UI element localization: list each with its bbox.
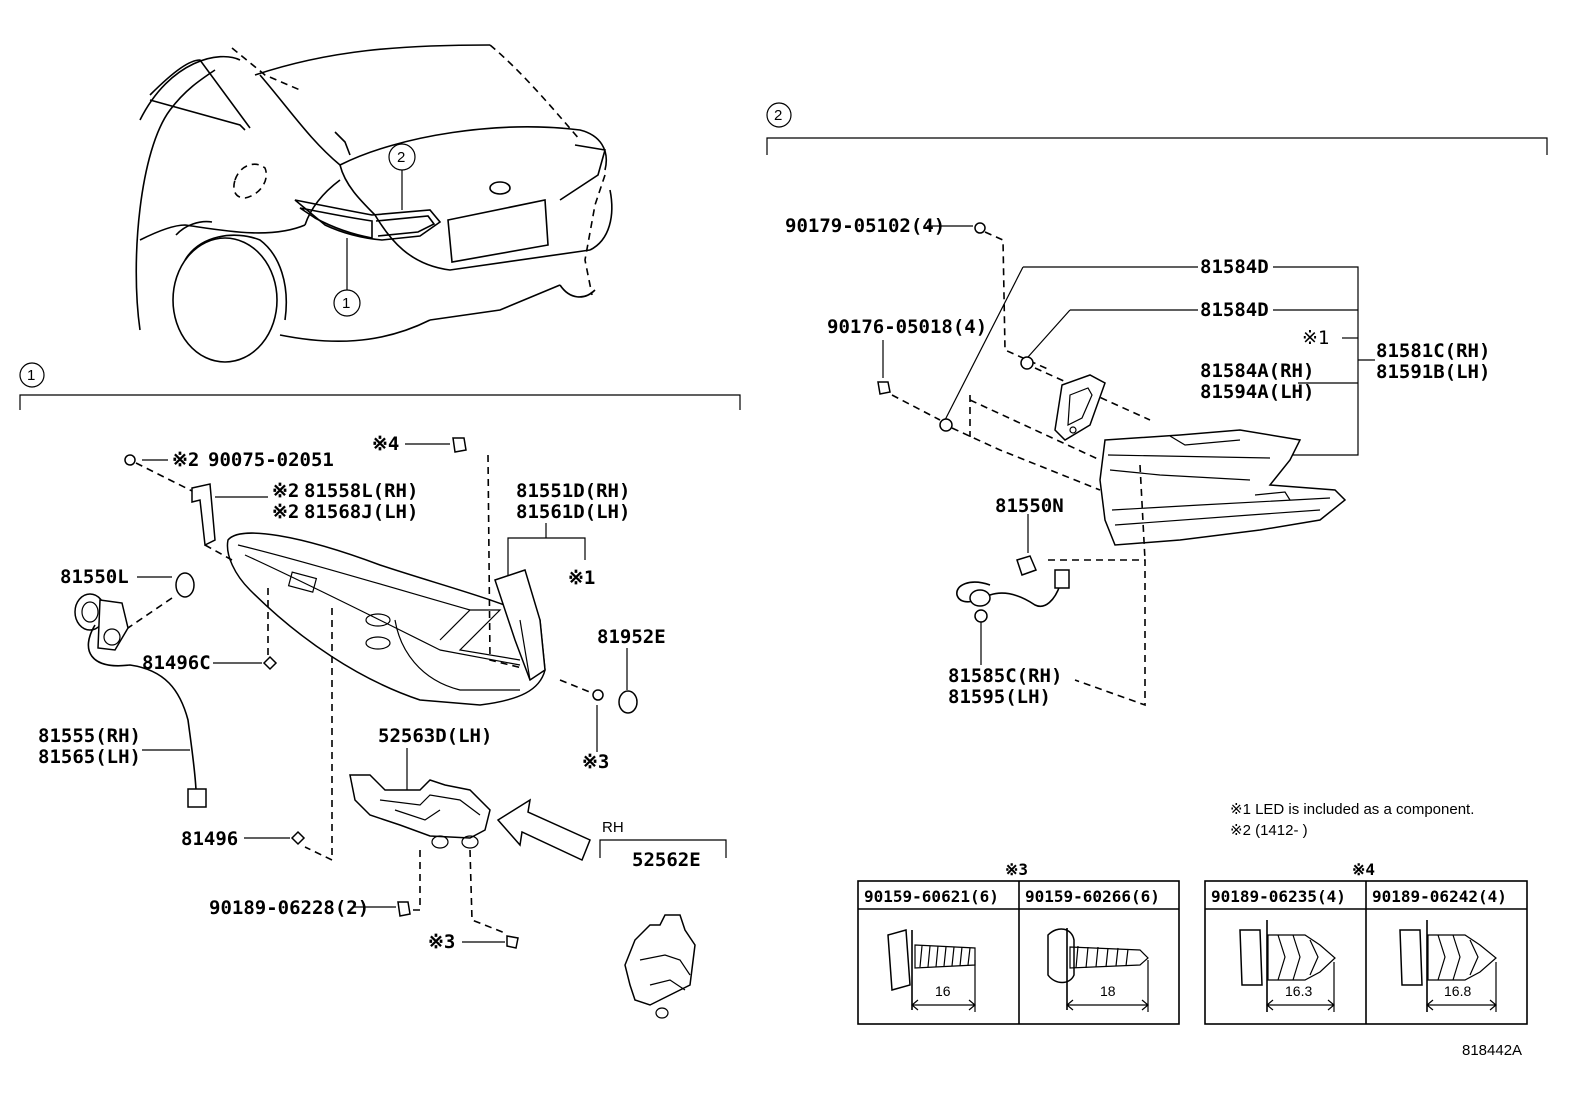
- label-81551d-rh: 81551D(RH): [516, 480, 630, 502]
- mark-4-top: ※4: [372, 433, 399, 455]
- mark-2-b: ※2: [272, 480, 299, 502]
- mark-2-a: ※2: [172, 449, 199, 471]
- table-3-mark: ※3: [1005, 860, 1028, 879]
- label-81558l-rh: 81558L(RH): [304, 480, 418, 502]
- label-81555-rh: 81555(RH): [38, 725, 141, 747]
- note-2: ※2 (1412- ): [1230, 822, 1308, 839]
- label-81550l: 81550L: [60, 566, 129, 588]
- table-4-dim1: 16.3: [1285, 983, 1312, 999]
- direction-arrow: [496, 798, 591, 862]
- label-81595-lh: 81595(LH): [948, 686, 1051, 708]
- label-81584d-b: 81584D: [1200, 299, 1269, 321]
- fastener-table-4: [1204, 880, 1528, 1025]
- table-3-col2: 90159-60266(6): [1025, 887, 1160, 906]
- label-81561d-lh: 81561D(LH): [516, 501, 630, 523]
- label-81581c-rh: 81581C(RH): [1376, 340, 1490, 362]
- table-3-col1: 90159-60621(6): [864, 887, 999, 906]
- label-81594a-lh: 81594A(LH): [1200, 381, 1314, 403]
- outer-tail-lamp-illustration: [226, 532, 546, 706]
- diagram-id: 818442A: [1462, 1042, 1522, 1059]
- label-81496c: 81496C: [142, 652, 211, 674]
- label-90179-05102: 90179-05102(4): [785, 215, 945, 237]
- bulb-socket-wire-illustration: [74, 572, 207, 808]
- car-callout-2: 2: [397, 149, 405, 166]
- mark-3-right: ※3: [582, 751, 609, 773]
- label-81496: 81496: [181, 828, 238, 850]
- table-4-mark: ※4: [1352, 860, 1375, 879]
- bulb-socket-wire-2-illustration: [956, 464, 1146, 707]
- section-2-number: 2: [774, 107, 782, 124]
- label-81565-lh: 81565(LH): [38, 746, 141, 768]
- table-4-dim2: 16.8: [1444, 983, 1471, 999]
- label-52562e: 52562E: [632, 849, 701, 871]
- table-4-col1: 90189-06235(4): [1211, 887, 1346, 906]
- label-81585c-rh: 81585C(RH): [948, 665, 1062, 687]
- mark-2-c: ※2: [272, 501, 299, 523]
- car-overview-illustration: [135, 44, 613, 363]
- note-1: ※1 LED is included as a component.: [1230, 801, 1474, 818]
- table-3-dim2: 18: [1100, 983, 1116, 999]
- label-81584d-a: 81584D: [1200, 256, 1269, 278]
- table-3-dim1: 16: [935, 983, 951, 999]
- section-1-header: [19, 362, 741, 410]
- car-callout-1: 1: [342, 295, 350, 312]
- inner-tail-lamp-illustration: [1099, 429, 1347, 546]
- label-52563d-lh: 52563D(LH): [378, 725, 492, 747]
- section-2-header: [766, 102, 1548, 155]
- label-90075-02051: 90075-02051: [208, 449, 334, 471]
- fastener-table-3: [857, 880, 1180, 1025]
- label-90176-05018: 90176-05018(4): [827, 316, 987, 338]
- label-81584a-rh: 81584A(RH): [1200, 360, 1314, 382]
- mark-1-left: ※1: [568, 567, 595, 589]
- label-81591b-lh: 81591B(LH): [1376, 361, 1490, 383]
- label-rh: RH: [602, 819, 624, 836]
- section-1-number: 1: [27, 367, 35, 384]
- label-81568j-lh: 81568J(LH): [304, 501, 418, 523]
- label-90189-06228: 90189-06228(2): [209, 897, 369, 919]
- bracket-52563d-illustration: [304, 608, 506, 934]
- table-4-col2: 90189-06242(4): [1372, 887, 1507, 906]
- bracket-52562e-illustration: [599, 839, 727, 1019]
- label-81952e: 81952E: [597, 626, 666, 648]
- label-81550n: 81550N: [995, 495, 1064, 517]
- mark-1-right: ※1: [1302, 327, 1329, 349]
- mark-3-bottom: ※3: [428, 931, 455, 953]
